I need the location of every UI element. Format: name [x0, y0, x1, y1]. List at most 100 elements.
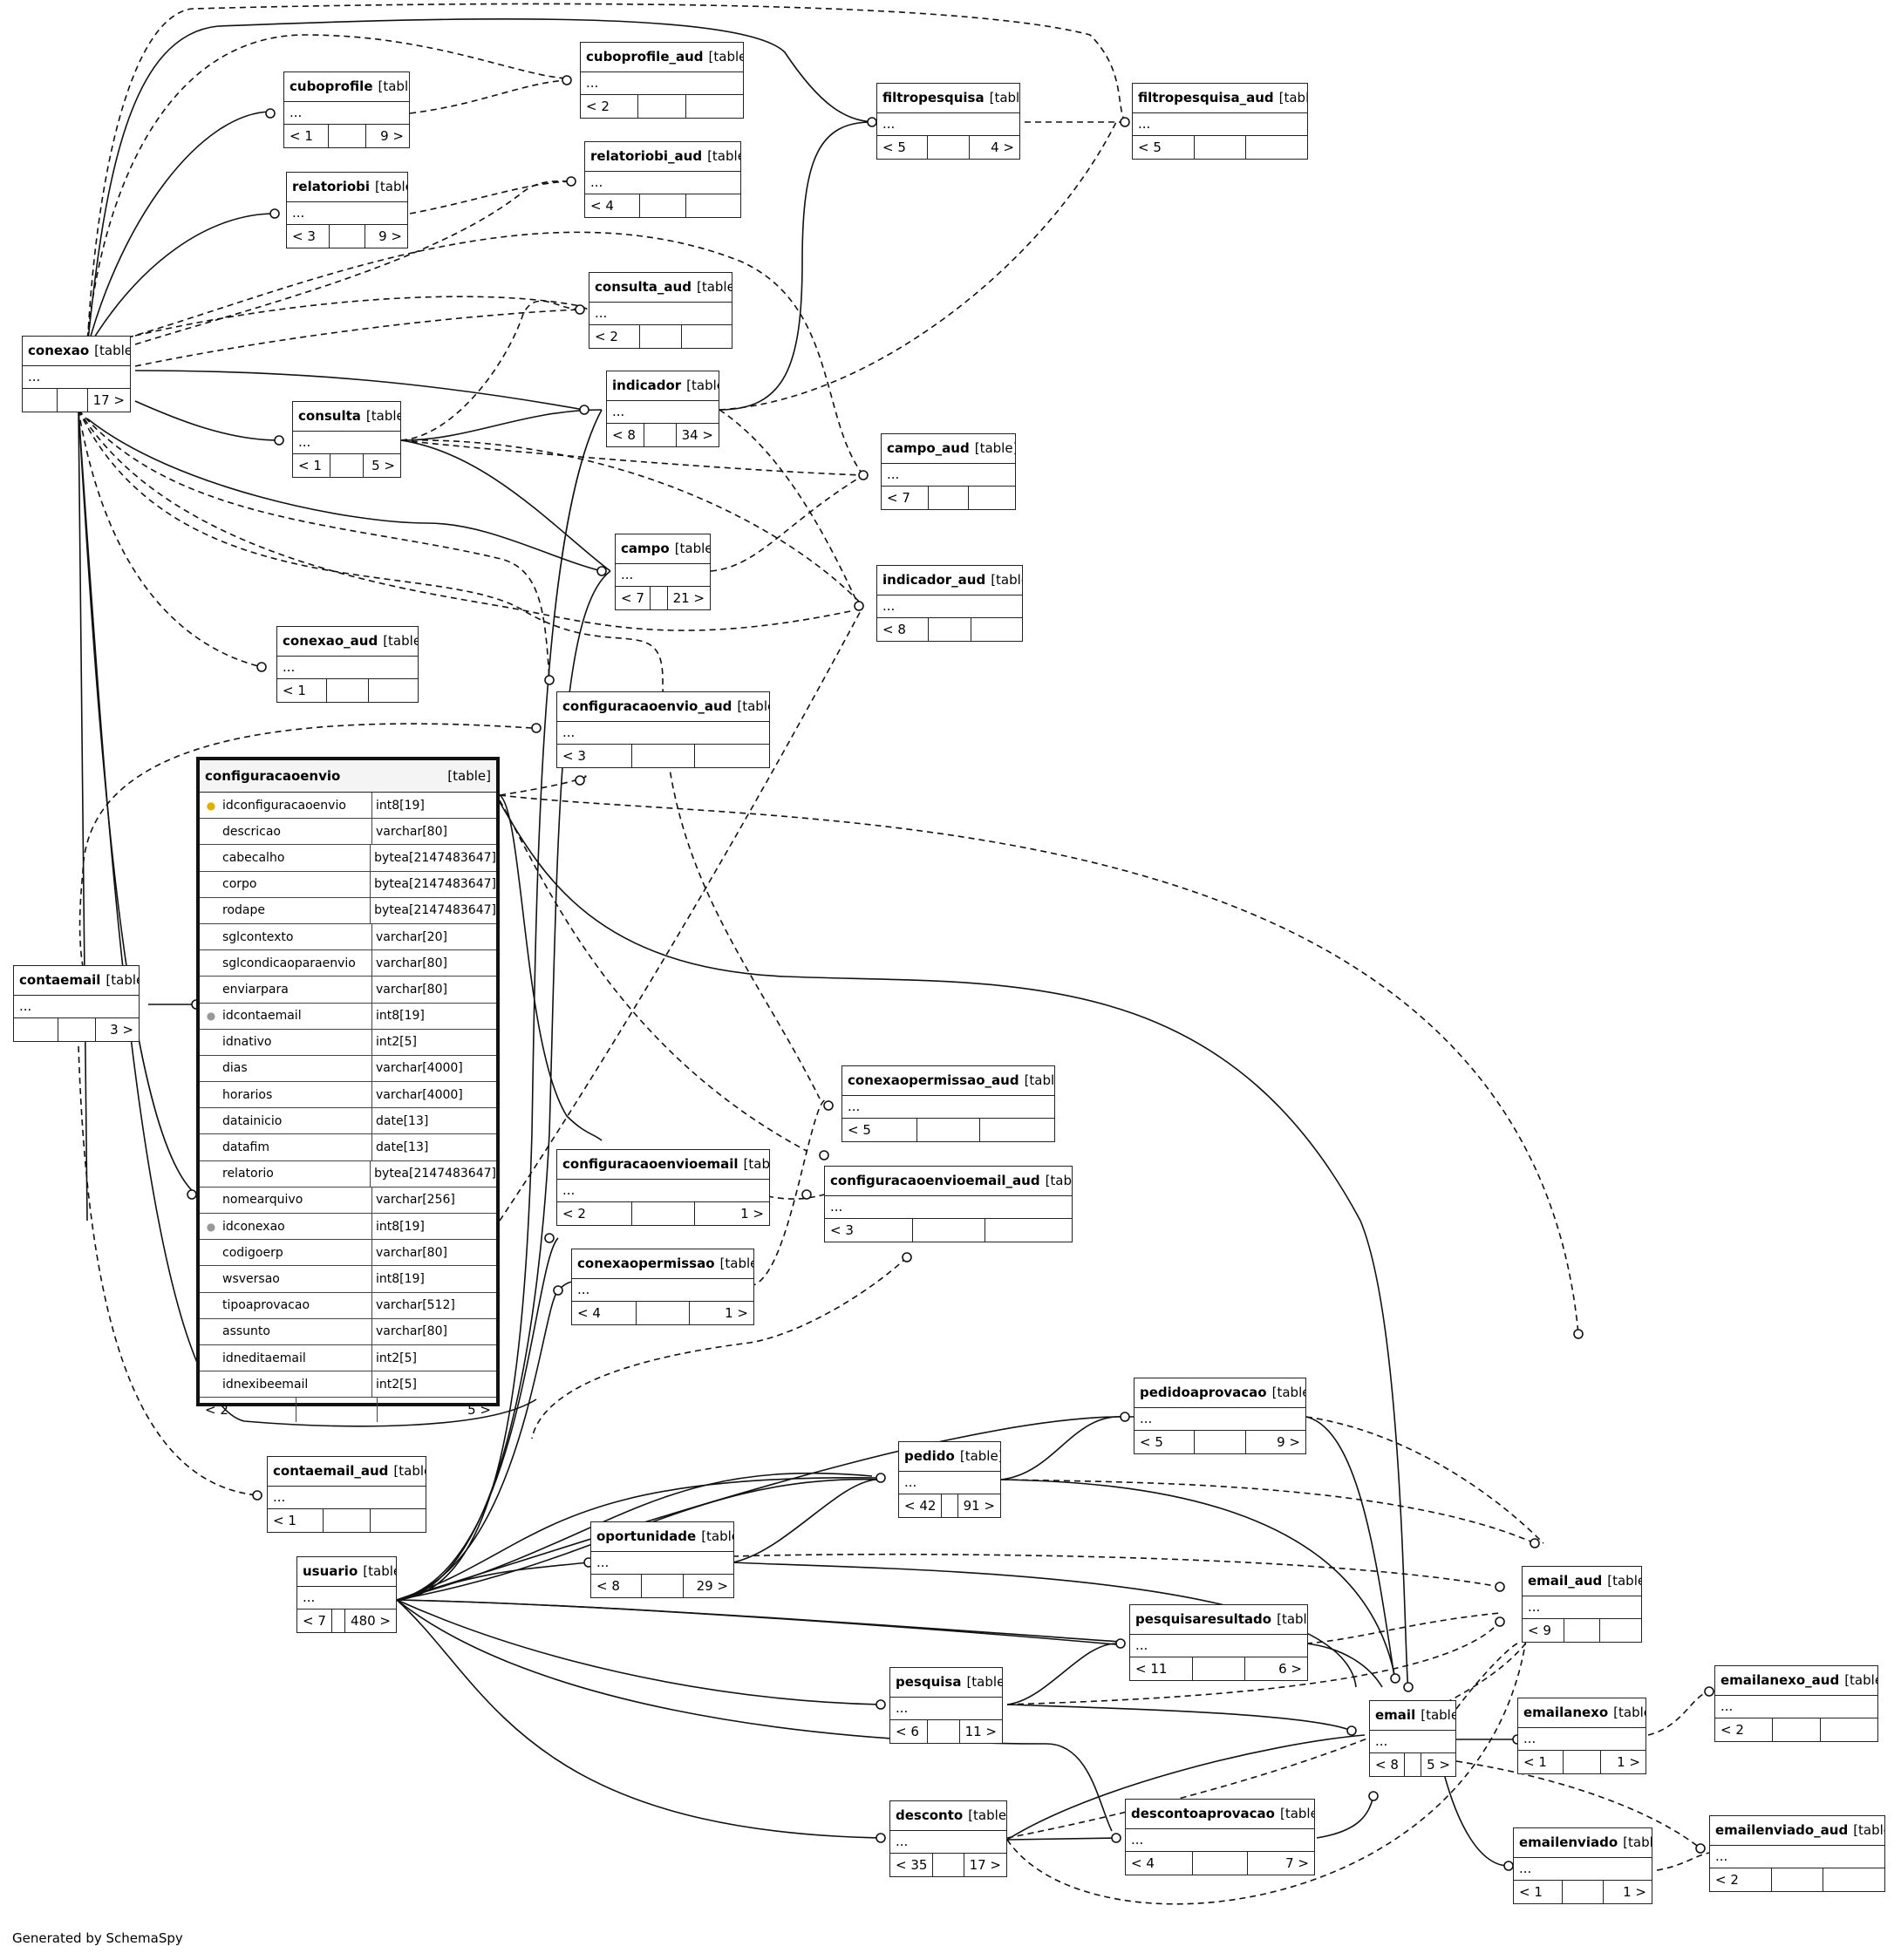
- children-count[interactable]: 5 >: [467, 1402, 491, 1419]
- table-columns-collapsed[interactable]: ...: [268, 1487, 426, 1509]
- parents-count[interactable]: < 11: [1130, 1657, 1193, 1680]
- table-configuracaoenvioemail[interactable]: configuracaoenvioemail[table]...< 21 >: [556, 1149, 770, 1226]
- children-count[interactable]: 7 >: [1285, 1855, 1310, 1871]
- table-columns-collapsed[interactable]: ...: [1715, 1696, 1877, 1718]
- parents-count[interactable]: < 8: [877, 618, 929, 641]
- parents-count[interactable]: < 3: [557, 745, 633, 767]
- parents-count[interactable]: < 4: [572, 1302, 637, 1324]
- parents-count[interactable]: < 5: [1133, 136, 1195, 159]
- parents-count[interactable]: < 8: [1370, 1753, 1405, 1776]
- table-pesquisaresultado[interactable]: pesquisaresultado[table]...< 116 >: [1129, 1604, 1308, 1681]
- parents-count[interactable]: < 2: [581, 95, 638, 118]
- children-count[interactable]: 9 >: [380, 128, 404, 144]
- parents-count[interactable]: < 5: [1134, 1431, 1196, 1453]
- table-columns-collapsed[interactable]: ...: [572, 1279, 753, 1302]
- parents-count[interactable]: < 7: [882, 487, 930, 509]
- parents-count[interactable]: < 2: [200, 1398, 296, 1423]
- table-columns-collapsed[interactable]: ...: [842, 1096, 1054, 1119]
- table-columns-collapsed[interactable]: ...: [1133, 113, 1307, 136]
- table-filtropesquisa[interactable]: filtropesquisa[table]...< 54 >: [876, 83, 1020, 160]
- table-configuracaoenvio[interactable]: configuracaoenvio [table] ●idconfiguraca…: [196, 757, 500, 1423]
- children-count[interactable]: 29 >: [696, 1578, 728, 1594]
- table-columns-collapsed[interactable]: ...: [589, 303, 732, 325]
- table-indicador_aud[interactable]: indicador_aud[table]...< 8: [876, 565, 1023, 642]
- table-filtropesquisa_aud[interactable]: filtropesquisa_aud[table]...< 5: [1132, 83, 1308, 160]
- table-conexao_aud[interactable]: conexao_aud[table]...< 1: [276, 626, 419, 703]
- children-count[interactable]: [969, 487, 1015, 509]
- children-count[interactable]: [695, 745, 769, 767]
- table-consulta_aud[interactable]: consulta_aud[table]...< 2: [589, 272, 732, 349]
- table-relatoriobi[interactable]: relatoriobi[table]...< 39 >: [286, 172, 408, 248]
- table-columns-collapsed[interactable]: ...: [1514, 1858, 1652, 1881]
- children-count[interactable]: 21 >: [672, 590, 705, 606]
- table-columns-collapsed[interactable]: ...: [585, 172, 740, 194]
- table-emailanexo[interactable]: emailanexo[table]...< 11 >: [1517, 1698, 1646, 1774]
- children-count[interactable]: 5 >: [371, 458, 395, 473]
- children-count[interactable]: [1600, 1619, 1641, 1642]
- table-columns-collapsed[interactable]: ...: [1130, 1635, 1307, 1657]
- table-columns-collapsed[interactable]: ...: [607, 401, 719, 424]
- table-columns-collapsed[interactable]: ...: [890, 1698, 1002, 1720]
- parents-count[interactable]: < 1: [1514, 1881, 1563, 1903]
- parents-count[interactable]: < 1: [268, 1509, 324, 1532]
- table-columns-collapsed[interactable]: ...: [882, 464, 1015, 487]
- table-columns-collapsed[interactable]: ...: [293, 432, 400, 454]
- parents-count[interactable]: < 5: [842, 1119, 918, 1141]
- parents-count[interactable]: < 42: [899, 1494, 943, 1517]
- children-count[interactable]: 480 >: [351, 1613, 391, 1629]
- table-conexao[interactable]: conexao[table]...17 >: [22, 336, 131, 412]
- table-conexaopermissao_aud[interactable]: conexaopermissao_aud[table]...< 5: [841, 1065, 1055, 1142]
- children-count[interactable]: 6 >: [1278, 1661, 1302, 1677]
- table-contaemail_aud[interactable]: contaemail_aud[table]...< 1: [267, 1456, 426, 1533]
- table-cuboprofile_aud[interactable]: cuboprofile_aud[table]...< 2: [580, 42, 744, 119]
- children-count[interactable]: 1 >: [1617, 1754, 1641, 1770]
- table-oportunidade[interactable]: oportunidade[table]...< 829 >: [590, 1521, 734, 1598]
- table-columns-collapsed[interactable]: ...: [297, 1587, 396, 1610]
- parents-count[interactable]: < 2: [1715, 1718, 1773, 1741]
- children-count[interactable]: 34 >: [681, 427, 713, 443]
- children-count[interactable]: [1823, 1868, 1884, 1891]
- children-count[interactable]: [686, 194, 740, 217]
- table-columns-collapsed[interactable]: ...: [899, 1472, 1000, 1494]
- table-campo[interactable]: campo[table]...< 721 >: [615, 534, 711, 610]
- children-count[interactable]: [686, 95, 743, 118]
- children-count[interactable]: [1246, 136, 1307, 159]
- table-columns-collapsed[interactable]: ...: [14, 996, 139, 1018]
- parents-count[interactable]: < 2: [589, 325, 640, 348]
- children-count[interactable]: [980, 1119, 1054, 1141]
- table-emailenviado[interactable]: emailenviado[table]...< 11 >: [1513, 1827, 1652, 1904]
- table-indicador[interactable]: indicador[table]...< 834 >: [606, 371, 719, 447]
- parents-count[interactable]: [23, 389, 58, 412]
- children-count[interactable]: 91 >: [963, 1498, 995, 1514]
- parents-count[interactable]: < 7: [297, 1610, 332, 1632]
- table-columns-collapsed[interactable]: ...: [1126, 1829, 1314, 1852]
- table-columns-collapsed[interactable]: ...: [1370, 1731, 1455, 1753]
- table-columns-collapsed[interactable]: ...: [557, 1180, 769, 1202]
- table-columns-collapsed[interactable]: ...: [287, 202, 407, 225]
- parents-count[interactable]: < 8: [591, 1575, 642, 1597]
- parents-count[interactable]: < 3: [825, 1219, 913, 1242]
- table-columns-collapsed[interactable]: ...: [591, 1552, 733, 1575]
- children-count[interactable]: 9 >: [378, 228, 403, 244]
- table-columns-collapsed[interactable]: ...: [825, 1196, 1072, 1219]
- table-cuboprofile[interactable]: cuboprofile[table]...< 19 >: [283, 71, 410, 148]
- children-count[interactable]: 1 >: [725, 1305, 749, 1321]
- children-count[interactable]: 17 >: [969, 1857, 1001, 1873]
- table-configuracaoenvio_aud[interactable]: configuracaoenvio_aud[table]...< 3: [556, 691, 770, 768]
- parents-count[interactable]: < 2: [557, 1202, 633, 1225]
- table-pedidoaprovacao[interactable]: pedidoaprovacao[table]...< 59 >: [1134, 1378, 1306, 1454]
- table-columns-collapsed[interactable]: ...: [284, 102, 409, 125]
- parents-count[interactable]: < 1: [1518, 1751, 1564, 1773]
- parents-count[interactable]: < 4: [585, 194, 640, 217]
- table-campo_aud[interactable]: campo_aud[table]...< 7: [881, 433, 1016, 510]
- parents-count[interactable]: < 6: [890, 1720, 928, 1743]
- table-columns-collapsed[interactable]: ...: [277, 657, 418, 679]
- parents-count[interactable]: < 1: [284, 125, 329, 147]
- parents-count[interactable]: < 35: [890, 1854, 934, 1876]
- table-columns-collapsed[interactable]: ...: [23, 366, 130, 389]
- table-emailenviado_aud[interactable]: emailenviado_aud[table]...< 2: [1709, 1815, 1885, 1892]
- children-count[interactable]: 1 >: [1623, 1884, 1646, 1900]
